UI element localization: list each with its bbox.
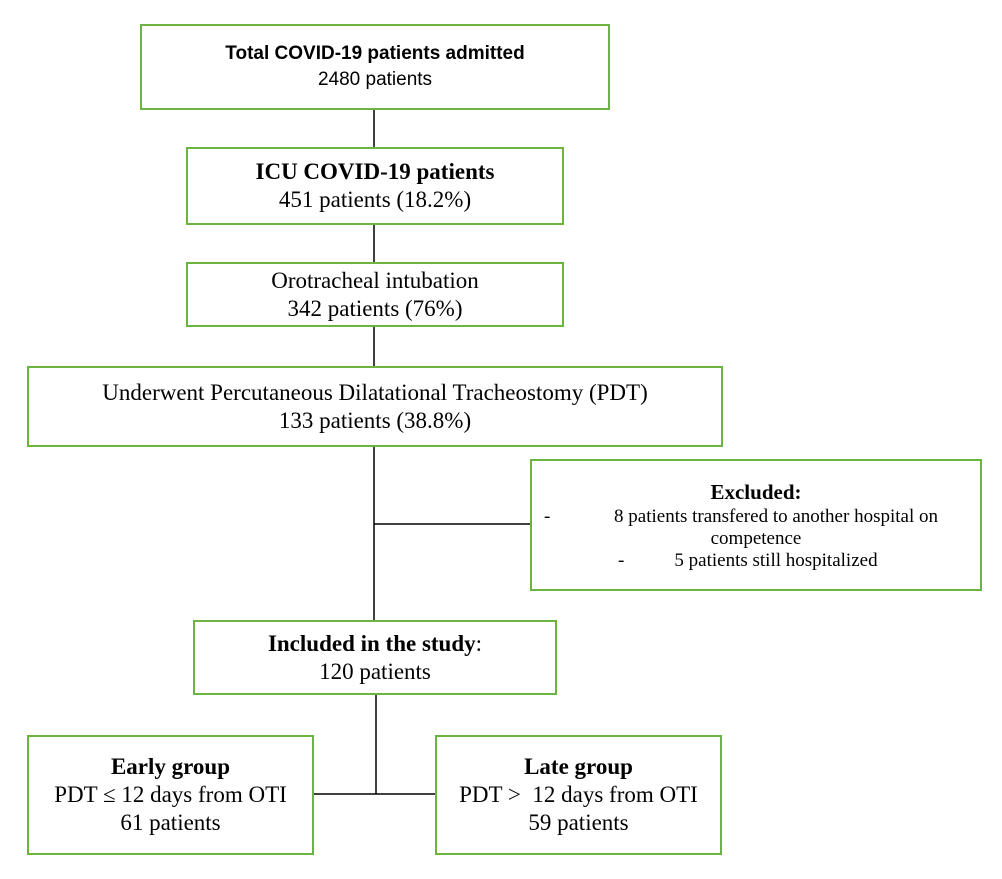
excluded-item-transferred-text-2: competence	[710, 528, 802, 549]
box-early-title: Early group	[110, 754, 231, 779]
box-included-title: Included in the study	[267, 630, 476, 656]
box-total-count: 2480 patients	[317, 69, 433, 90]
box-included-count: 120 patients	[319, 658, 431, 684]
box-included-colon: :	[475, 630, 483, 656]
box-total-title: Total COVID-19 patients admitted	[225, 43, 525, 64]
box-excluded: Excluded: - 8 patients transfered to ano…	[530, 459, 982, 591]
box-icu-count: 451 patients (18.2%)	[278, 187, 472, 212]
box-oti-title: Orotracheal intubation	[271, 267, 479, 293]
box-excluded-title: Excluded:	[710, 480, 802, 504]
excluded-item-transferred-text: 8 patients transfered to another hospita…	[614, 506, 938, 527]
box-pdt-title: Underwent Percutaneous Dilatational Trac…	[102, 379, 648, 405]
box-pdt: Underwent Percutaneous Dilatational Trac…	[27, 366, 723, 447]
box-icu-title: ICU COVID-19 patients	[255, 159, 495, 184]
box-late-criterion: PDT > 12 days from OTI	[459, 782, 698, 807]
box-early-criterion: PDT ≤ 12 days from OTI	[54, 782, 287, 807]
box-late-title: Late group	[524, 754, 633, 779]
box-early-count: 61 patients	[120, 810, 221, 835]
box-orotracheal-intubation: Orotracheal intubation 342 patients (76%…	[186, 262, 564, 327]
box-late-group: Late group PDT > 12 days from OTI 59 pat…	[435, 735, 722, 855]
excluded-item-hospitalized: - 5 patients still hospitalized	[532, 550, 980, 572]
box-included: Included in the study: 120 patients	[193, 620, 557, 695]
excluded-item-transferred-continued: competence	[532, 528, 980, 550]
box-included-title-line: Included in the study:	[268, 630, 482, 658]
box-late-count: 59 patients	[528, 810, 629, 835]
bullet-dash: -	[618, 550, 625, 571]
box-pdt-count: 133 patients (38.8%)	[278, 407, 472, 433]
box-early-group: Early group PDT ≤ 12 days from OTI 61 pa…	[27, 735, 314, 855]
excluded-item-transferred: - 8 patients transfered to another hospi…	[532, 506, 980, 528]
excluded-item-hospitalized-text: 5 patients still hospitalized	[674, 550, 878, 571]
box-icu: ICU COVID-19 patients 451 patients (18.2…	[186, 147, 564, 225]
box-total-admitted: Total COVID-19 patients admitted 2480 pa…	[140, 24, 610, 110]
bullet-dash: -	[544, 506, 551, 527]
box-oti-count: 342 patients (76%)	[287, 295, 463, 321]
